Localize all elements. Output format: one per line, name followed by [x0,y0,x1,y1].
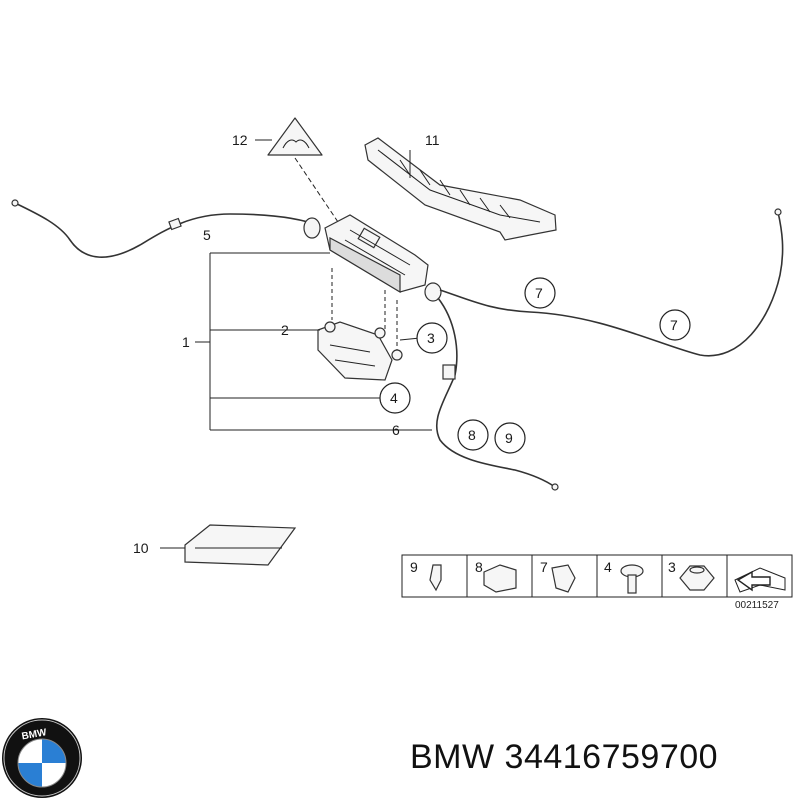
legend-item-0: 9 [410,559,418,575]
callout-6: 6 [392,422,400,438]
nut-icon [679,565,715,591]
callout-1: 1 [182,334,190,350]
parking-brake-actuator [303,214,442,302]
clip-8-icon [483,564,517,593]
bolt-icon [620,564,644,594]
callout-8: 8 [468,427,476,443]
callout-4: 4 [390,390,398,406]
handle-part: 11 [364,132,557,241]
clip-7-icon [551,564,576,593]
callout-9-circle: 9 [494,422,526,454]
part-number: 34416759700 [504,738,719,776]
right-cable [439,208,784,357]
callout-7a: 7 [535,285,543,301]
callout-7b: 7 [670,317,678,333]
warning-label-part: 12 [232,117,323,156]
callout-5: 5 [203,227,211,243]
lower-cable [435,297,559,491]
legend-item-4: 3 [668,559,676,575]
callout-7b-circle: 7 [659,309,691,341]
callout-10: 10 [133,540,149,556]
legend-item-2: 7 [540,559,548,575]
leader-lines [195,252,432,431]
clip-9-icon [429,564,442,592]
parts-legend: 9 8 7 4 3 00211527 [401,554,793,611]
logo-letters: BMW [21,727,48,742]
leader-12 [294,157,339,223]
brand-name: BMW [410,738,495,776]
legend-item-1: 8 [475,559,483,575]
left-cable [11,199,321,258]
callout-3: 3 [427,330,435,346]
callout-11: 11 [425,132,440,148]
part-caption: BMW 34416759700 [410,738,790,777]
callout-4-circle: 4 [379,382,411,414]
bmw-logo: BMW [2,718,82,798]
doc-number: 00211527 [735,600,779,611]
legend-item-3: 4 [604,559,612,575]
mounting-bracket [317,268,403,381]
callout-9: 9 [505,430,513,446]
callout-3-circle: 3 [416,322,448,354]
pouch-part: 10 [133,524,297,566]
callout-2: 2 [281,322,289,338]
callout-7a-circle: 7 [524,277,556,309]
callout-8-circle: 8 [457,419,489,451]
callout-12: 12 [232,132,248,148]
